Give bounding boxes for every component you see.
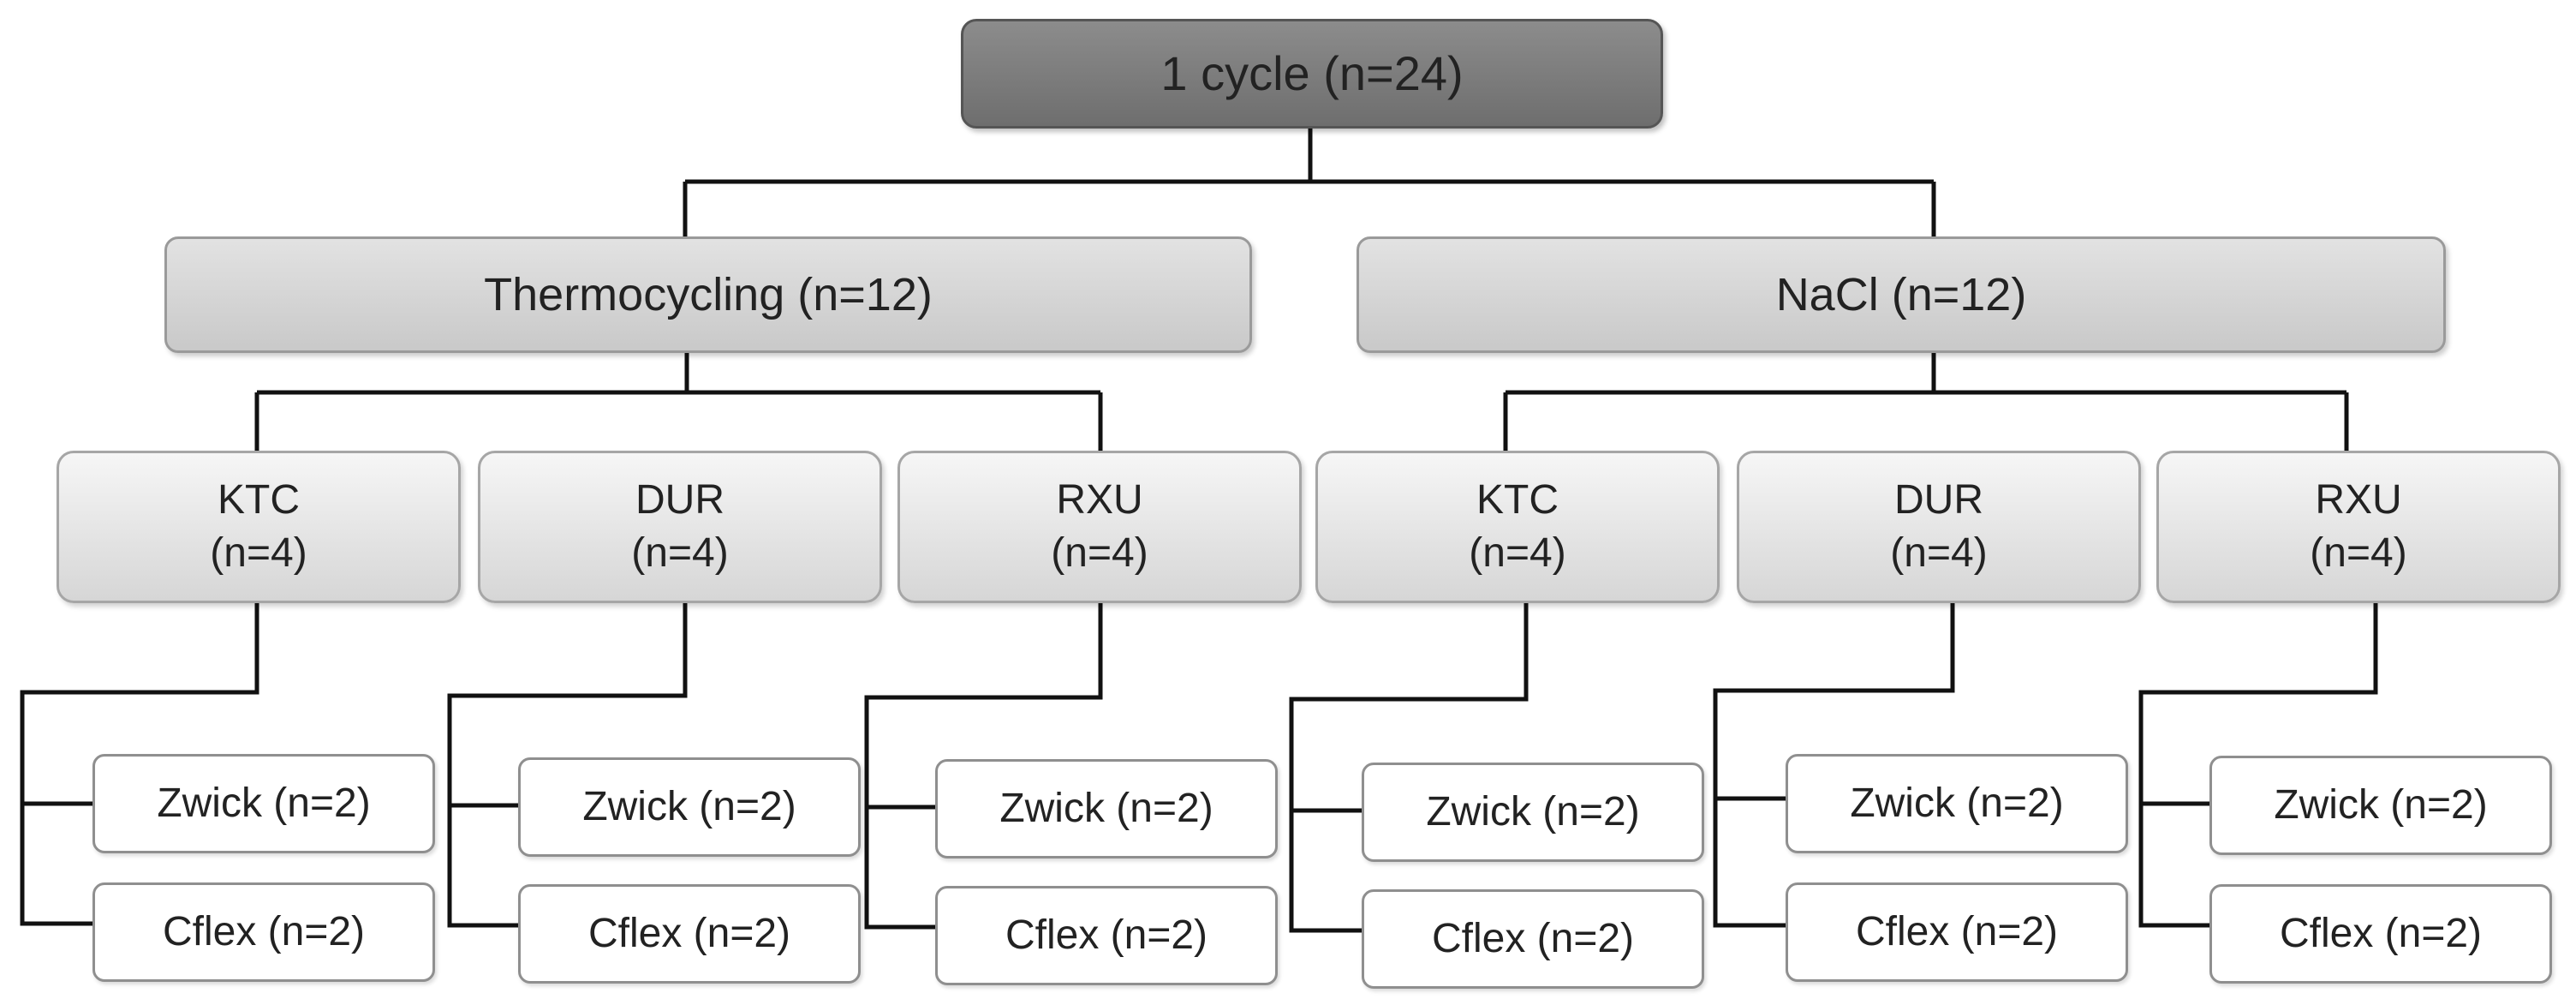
- device-node-cflex: Cflex (n=2): [518, 884, 861, 984]
- material-count: (n=4): [2310, 530, 2407, 576]
- connector-thermocycling-to-materials: [254, 353, 1103, 451]
- material-name: RXU: [2315, 476, 2402, 523]
- device-node-cflex: Cflex (n=2): [1786, 882, 2128, 982]
- device-node-cflex: Cflex (n=2): [1362, 889, 1704, 989]
- group-label: NaCl (n=12): [1775, 268, 2027, 320]
- material-node-rxu-thermocycling: RXU (n=4): [897, 451, 1302, 603]
- group-node-nacl: NaCl (n=12): [1357, 236, 2446, 353]
- material-node-dur-thermocycling: DUR (n=4): [478, 451, 882, 603]
- device-label: Zwick (n=2): [1426, 788, 1640, 834]
- group-label: Thermocycling (n=12): [484, 268, 933, 320]
- material-count: (n=4): [631, 530, 729, 576]
- device-label: Cflex (n=2): [1855, 908, 2059, 954]
- connector-rxu-thermo-devices: [864, 603, 1103, 930]
- material-node-rxu-nacl: RXU (n=4): [2156, 451, 2561, 603]
- material-count: (n=4): [210, 530, 307, 576]
- device-node-zwick: Zwick (n=2): [518, 757, 861, 857]
- material-node-ktc-thermocycling: KTC (n=4): [57, 451, 461, 603]
- material-name: KTC: [218, 476, 300, 523]
- device-label: Zwick (n=2): [157, 780, 371, 826]
- material-count: (n=4): [1051, 530, 1148, 576]
- connector-ktc-thermo-devices: [20, 603, 259, 926]
- material-name: RXU: [1056, 476, 1143, 523]
- device-node-zwick: Zwick (n=2): [2209, 756, 2552, 855]
- device-node-cflex: Cflex (n=2): [2209, 884, 2552, 984]
- device-node-zwick: Zwick (n=2): [1362, 763, 1704, 862]
- material-name: KTC: [1476, 476, 1559, 523]
- group-node-thermocycling: Thermocycling (n=12): [164, 236, 1252, 353]
- device-label: Cflex (n=2): [2279, 910, 2483, 956]
- root-label: 1 cycle (n=24): [1160, 45, 1464, 100]
- connector-nacl-to-materials: [1503, 353, 2349, 451]
- connector-dur-thermo-devices: [447, 603, 688, 928]
- root-node: 1 cycle (n=24): [961, 19, 1663, 129]
- device-label: Zwick (n=2): [999, 785, 1213, 831]
- device-node-zwick: Zwick (n=2): [1786, 754, 2128, 853]
- material-name: DUR: [635, 476, 724, 523]
- connector-rxu-nacl-devices: [2138, 603, 2378, 928]
- connector-root-to-groups: [683, 129, 1936, 236]
- device-label: Zwick (n=2): [2274, 781, 2488, 828]
- device-label: Cflex (n=2): [1005, 912, 1208, 958]
- device-label: Zwick (n=2): [1850, 780, 2064, 826]
- connector-dur-nacl-devices: [1713, 603, 1955, 928]
- material-node-dur-nacl: DUR (n=4): [1737, 451, 2141, 603]
- device-label: Cflex (n=2): [1431, 915, 1635, 961]
- device-label: Cflex (n=2): [162, 908, 366, 954]
- material-count: (n=4): [1469, 530, 1566, 576]
- connector-ktc-nacl-devices: [1289, 603, 1529, 933]
- device-node-cflex: Cflex (n=2): [935, 886, 1278, 985]
- material-count: (n=4): [1890, 530, 1988, 576]
- device-label: Zwick (n=2): [582, 783, 796, 829]
- device-label: Cflex (n=2): [587, 910, 791, 956]
- material-node-ktc-nacl: KTC (n=4): [1315, 451, 1720, 603]
- device-node-zwick: Zwick (n=2): [935, 759, 1278, 858]
- device-node-cflex: Cflex (n=2): [92, 882, 435, 982]
- device-node-zwick: Zwick (n=2): [92, 754, 435, 853]
- material-name: DUR: [1894, 476, 1983, 523]
